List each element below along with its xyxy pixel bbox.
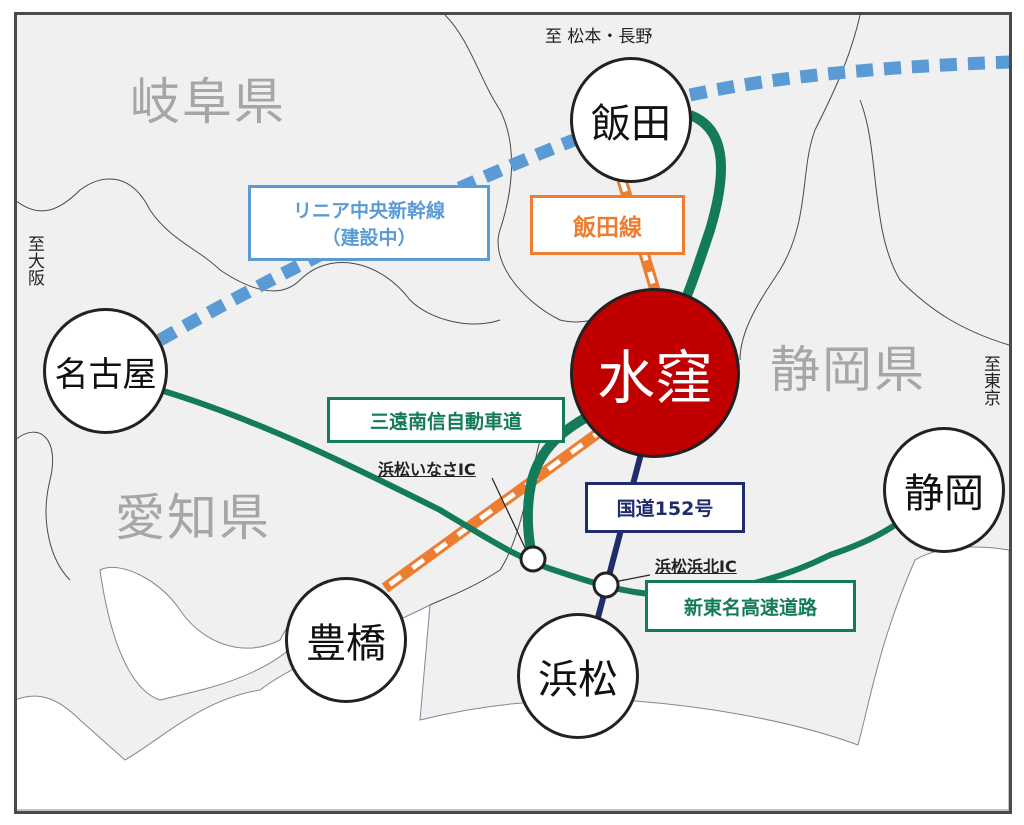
shintomei-label-text: 新東名高速道路 <box>683 596 817 619</box>
hamakita-ic-leader <box>613 574 651 583</box>
iida-line-label: 飯田線 <box>530 195 685 255</box>
shintomei-expressway-line <box>159 387 897 599</box>
city-misakubo[interactable]: 水窪 <box>570 288 740 458</box>
prefecture-aichi: 愛知県 <box>115 489 271 547</box>
destination-north: 至 松本・長野 <box>545 27 653 47</box>
inasa-ic-leader <box>491 477 528 553</box>
city-nagoya[interactable]: 名古屋 <box>43 308 168 434</box>
sanen-label-text: 三遠南信自動車道 <box>369 410 522 433</box>
city-iida[interactable]: 飯田 <box>570 57 692 183</box>
linear-label-line2: （建設中） <box>321 227 417 249</box>
destination-east: 至東京 <box>980 355 1000 406</box>
shintomei-label: 新東名高速道路 <box>645 580 856 632</box>
linear-label-line1: リニア中央新幹線 <box>292 200 445 222</box>
destination-west: 至大阪 <box>24 235 44 286</box>
sanen-expressway-label: 三遠南信自動車道 <box>327 397 565 443</box>
iida-line-label-text: 飯田線 <box>573 215 642 241</box>
city-toyohashi[interactable]: 豊橋 <box>285 577 407 703</box>
city-hamamatsu[interactable]: 浜松 <box>517 613 639 739</box>
prefecture-shizuoka: 静岡県 <box>770 341 926 399</box>
route-152-label-text: 国道152号 <box>616 498 714 520</box>
hamakita-ic-label: 浜松浜北IC <box>655 557 737 576</box>
inasa-ic-marker[interactable] <box>519 545 547 573</box>
linear-shinkansen-label: リニア中央新幹線 （建設中） <box>248 185 490 261</box>
city-shizuoka[interactable]: 静岡 <box>883 427 1005 553</box>
route-152-label: 国道152号 <box>585 482 745 533</box>
sanen-expressway-line <box>522 110 726 561</box>
prefecture-gifu: 岐阜県 <box>130 73 286 131</box>
hamakita-ic-marker[interactable] <box>592 571 620 599</box>
inasa-ic-label: 浜松いなさIC <box>378 460 476 479</box>
